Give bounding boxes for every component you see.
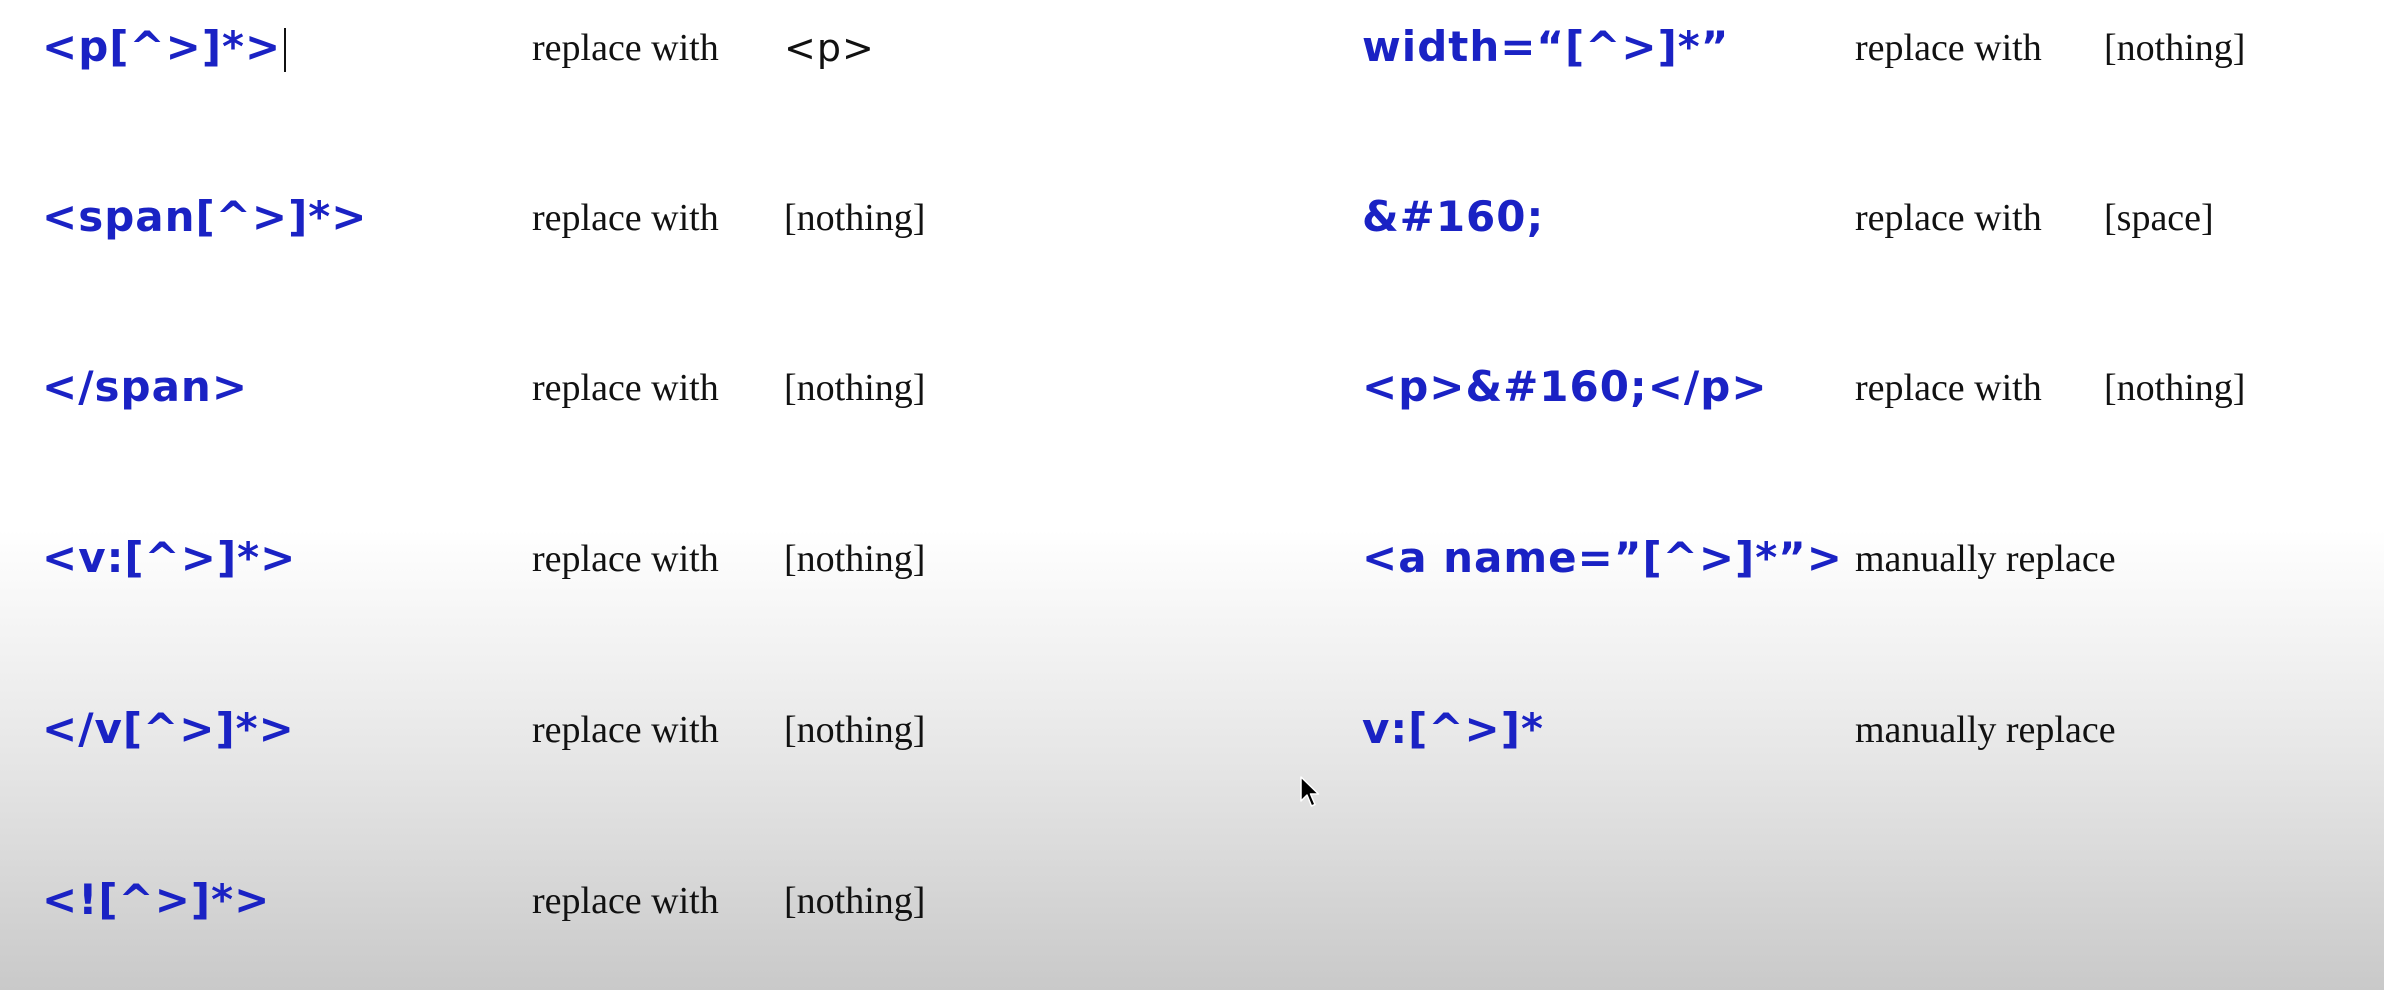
rule-action: replace with xyxy=(532,538,719,580)
rule-pattern: <p[^>]*> xyxy=(42,22,287,72)
rule-pattern: </span> xyxy=(42,362,249,411)
rule-pattern: <![^>]*> xyxy=(42,875,271,924)
rule-pattern: v:[^>]* xyxy=(1362,704,1544,753)
rule-action: replace with xyxy=(1855,367,2042,409)
text-caret-icon xyxy=(284,27,287,72)
rule-action: replace with xyxy=(532,197,719,239)
rule-replacement: [nothing] xyxy=(784,367,926,409)
rule-action: replace with xyxy=(1855,27,2042,69)
rule-replacement: [space] xyxy=(2104,197,2214,239)
rule-action: manually replace xyxy=(1855,709,2116,751)
rule-pattern: </v[^>]*> xyxy=(42,704,295,753)
rule-action: manually replace xyxy=(1855,538,2116,580)
rule-replacement: [nothing] xyxy=(784,197,926,239)
rule-action: replace with xyxy=(532,880,719,922)
arrow-pointer-icon xyxy=(1300,776,1320,807)
rule-pattern: width=“[^>]*” xyxy=(1362,22,1730,71)
rule-pattern: <a name=”[^>]*”> xyxy=(1362,533,1843,582)
rule-replacement: [nothing] xyxy=(2104,367,2246,409)
rule-replacement: [nothing] xyxy=(784,709,926,751)
rule-replacement: <p> xyxy=(784,26,875,70)
rule-action: replace with xyxy=(532,27,719,69)
rule-action: replace with xyxy=(532,367,719,409)
rule-replacement: [nothing] xyxy=(2104,27,2246,69)
rule-pattern: &#160; xyxy=(1362,192,1545,241)
rule-pattern-text: <p[^>]*> xyxy=(42,22,282,71)
rule-action: replace with xyxy=(1855,197,2042,239)
rule-pattern: <span[^>]*> xyxy=(42,192,368,241)
rule-replacement: [nothing] xyxy=(784,538,926,580)
rule-pattern: <p>&#160;</p> xyxy=(1362,362,1768,411)
rule-pattern: <v:[^>]*> xyxy=(42,533,297,582)
rule-replacement: [nothing] xyxy=(784,880,926,922)
rule-action: replace with xyxy=(532,709,719,751)
